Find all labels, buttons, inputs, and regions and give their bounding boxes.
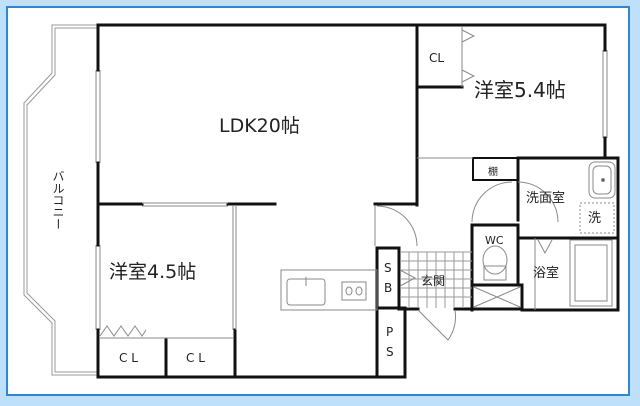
washer-label: 洗 <box>588 211 601 226</box>
thin-lines <box>95 27 616 341</box>
western-room-45-label: 洋室4.5帖 <box>109 261 196 283</box>
entrance-label: 玄関 <box>421 273 445 288</box>
western-room-54-label: 洋室5.4帖 <box>474 78 566 102</box>
bathroom-label: 浴室 <box>533 265 559 281</box>
walls <box>96 23 620 379</box>
washroom-label: 洗面室 <box>526 190 565 206</box>
wc-label: WC <box>485 234 504 247</box>
closet-bottom-right-label: C L <box>186 351 205 365</box>
balcony-label: バルコニー <box>51 170 65 230</box>
pipe-space-label-top: P <box>386 325 393 339</box>
closet-top-label: CL <box>429 51 444 65</box>
shoe-box-label-top: S <box>384 261 392 275</box>
balcony-outline <box>23 24 98 376</box>
shelf-label: 棚 <box>488 165 498 178</box>
pipe-space-label-bottom: S <box>386 345 394 359</box>
shoe-box-label-bottom: B <box>384 281 392 295</box>
closet-bottom-left-label: C L <box>119 351 138 365</box>
ldk-label: LDK20帖 <box>219 115 300 137</box>
